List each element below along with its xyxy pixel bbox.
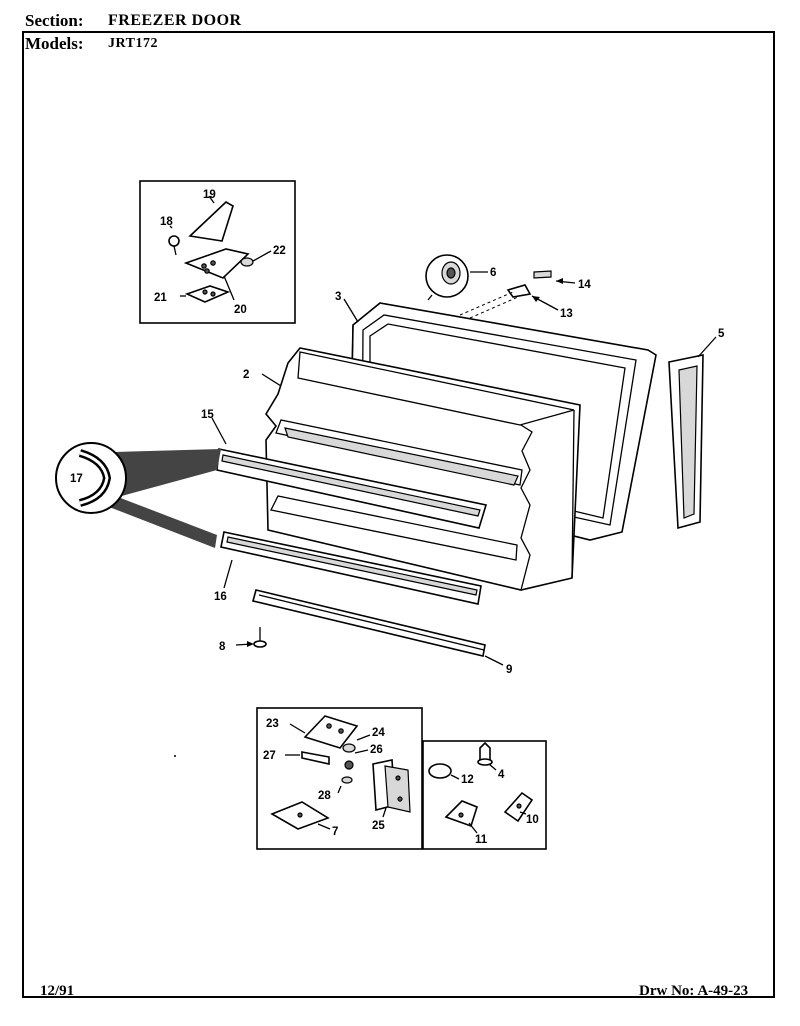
callout-27: 24	[372, 727, 385, 739]
callout-8: 9	[506, 664, 512, 676]
part-13-strike	[506, 284, 532, 298]
callout-3: 3	[335, 291, 341, 303]
part-4-plug	[479, 741, 491, 761]
inset-box-lower-hinge	[256, 707, 423, 850]
callout-13: 13	[560, 308, 573, 320]
callout-17: 17	[70, 473, 83, 485]
callout-23: 23	[266, 718, 279, 730]
part-28-washer	[341, 776, 353, 784]
callout-4: 4	[498, 769, 505, 781]
inset-box-parts	[422, 740, 547, 850]
part-20-hinge	[183, 248, 250, 279]
callout-11: 11	[475, 834, 488, 846]
part-12-cap	[428, 763, 452, 779]
part-14-clip	[533, 270, 552, 279]
part-24-shim	[301, 751, 330, 765]
footer-drawing-number: Drw No: A-49-23	[639, 983, 749, 999]
part-9-screw	[253, 640, 267, 648]
callout-2: 2	[243, 369, 249, 381]
callout-15: 15	[201, 409, 214, 421]
callout-10: 10	[526, 814, 539, 826]
part-2-liner	[265, 347, 581, 591]
callout-19: 19	[203, 189, 216, 201]
section-label: Section:	[25, 11, 84, 30]
diagram-frame	[22, 31, 775, 998]
part-26-spacer	[344, 760, 354, 770]
part-23-bracket	[303, 715, 359, 749]
callout-14: 14	[578, 279, 591, 291]
callout-12: 12	[461, 774, 474, 786]
callout-18: 18	[160, 216, 173, 228]
part-27-washer	[342, 743, 356, 753]
part-22-washer	[240, 257, 254, 267]
part-19-cover	[188, 201, 234, 242]
detail-17-pointer	[115, 449, 221, 497]
part-18-screw	[168, 235, 180, 247]
part-21-plate	[184, 285, 231, 303]
part-8-bottom-rail	[252, 589, 486, 657]
callout-16: 16	[214, 591, 227, 603]
section-value: FREEZER DOOR	[108, 12, 242, 29]
callout-6: 6	[490, 267, 496, 279]
callout-21: 21	[154, 292, 167, 304]
callout-28: 28	[318, 790, 331, 802]
callout-5: 5	[718, 328, 725, 340]
callout-20: 20	[234, 304, 247, 316]
part-17-detail-circle	[55, 442, 127, 514]
callout-7: 7	[332, 826, 338, 838]
callout-25: 25	[372, 820, 385, 832]
callout-24: 27	[263, 750, 276, 762]
callout-26: 26	[370, 744, 383, 756]
callout-9: 8	[219, 641, 226, 653]
models-label: Models:	[25, 34, 84, 53]
models-value: JRT172	[108, 36, 158, 51]
inset-box-hinge	[139, 180, 296, 324]
callout-22: 22	[273, 245, 286, 257]
footer-date: 12/91	[40, 983, 75, 999]
